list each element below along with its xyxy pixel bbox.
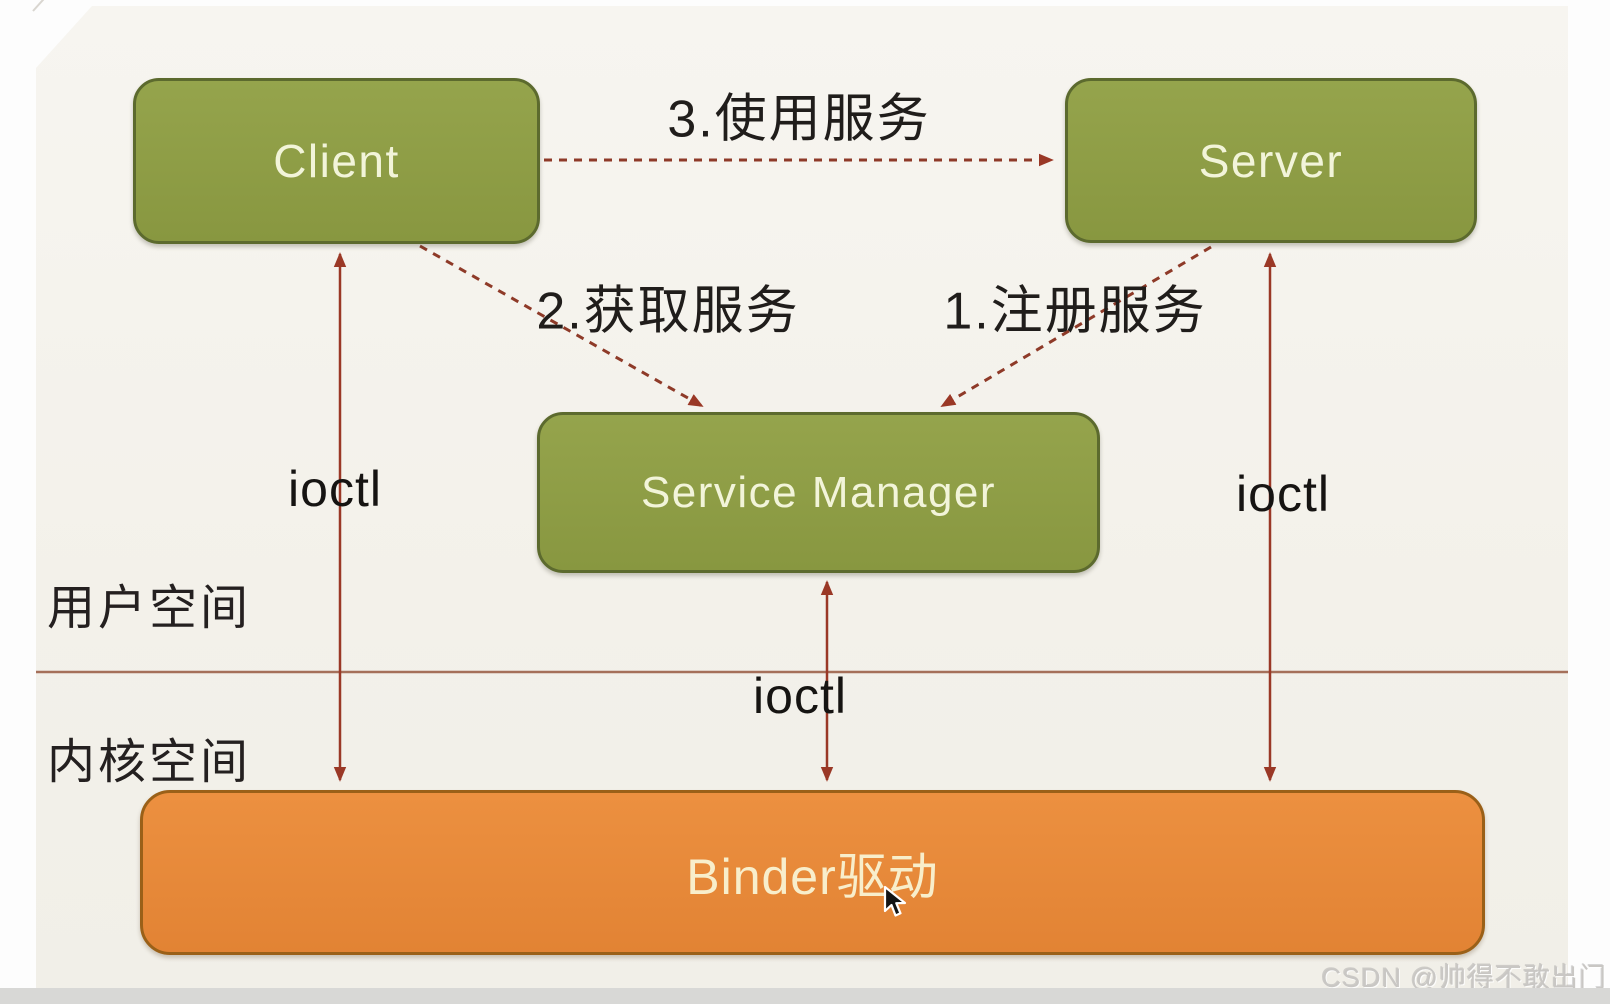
mouse-cursor-icon [883,885,907,917]
node-server-label: Server [1198,134,1344,187]
node-binder-driver: Binder驱动 [140,790,1485,955]
bottom-gray-band [0,988,1610,1004]
edge-label-ioctl-left: ioctl [288,461,382,517]
node-server: Server [1065,78,1477,243]
edge-label-register-service: 1.注册服务 [943,282,1207,341]
node-service-manager: Service Manager [537,412,1100,573]
edge-label-use-service: 3.使用服务 [667,90,931,149]
edge-label-ioctl-center: ioctl [753,668,847,724]
region-label-kernel-space: 内核空间 [47,736,252,789]
region-label-user-space: 用户空间 [47,582,252,635]
node-service-manager-label: Service Manager [640,467,997,517]
node-client: Client [133,78,540,244]
edge-label-get-service: 2.获取服务 [536,282,800,341]
node-client-label: Client [273,135,400,187]
edge-label-ioctl-right: ioctl [1236,466,1330,522]
slide-corner-cut [36,6,92,68]
